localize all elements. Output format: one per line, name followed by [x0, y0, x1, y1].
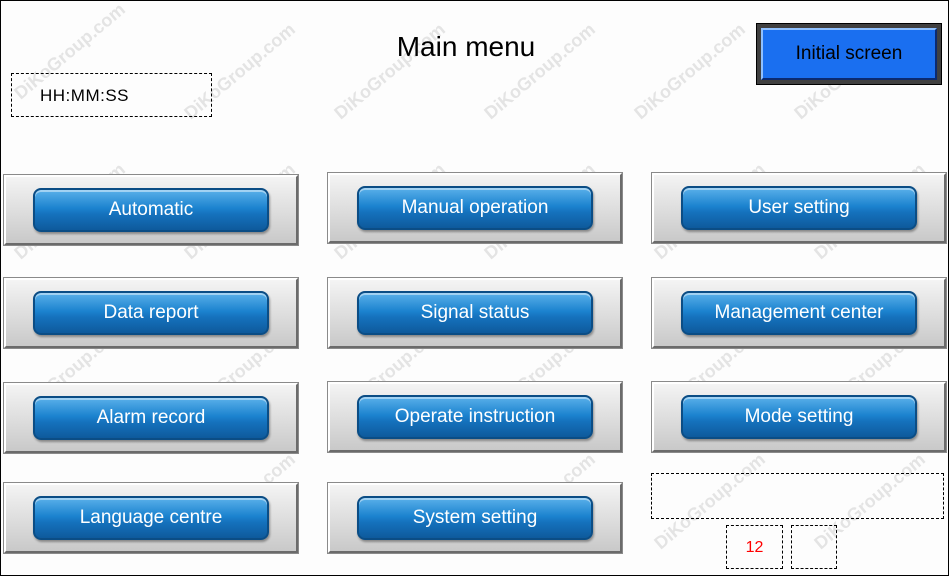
initial-screen-button[interactable]: Initial screen	[756, 23, 942, 85]
operate-instruction-button[interactable]: Operate instruction	[328, 382, 622, 452]
mode-setting-label: Mode setting	[681, 395, 917, 439]
watermark: DiKoGroup.com	[630, 19, 749, 124]
operate-instruction-label: Operate instruction	[357, 395, 593, 439]
system-setting-label: System setting	[357, 496, 593, 540]
manual-operation-button[interactable]: Manual operation	[328, 173, 622, 243]
signal-status-button[interactable]: Signal status	[328, 278, 622, 348]
manual-operation-label: Manual operation	[357, 186, 593, 230]
alarm-record-label: Alarm record	[33, 396, 269, 440]
time-display: HH:MM:SS	[11, 73, 212, 117]
status-indicator	[791, 525, 837, 569]
page-number: 12	[726, 525, 783, 569]
automatic-label: Automatic	[33, 188, 269, 232]
signal-status-label: Signal status	[357, 291, 593, 335]
system-setting-button[interactable]: System setting	[328, 483, 622, 553]
alarm-record-button[interactable]: Alarm record	[4, 383, 298, 453]
user-setting-label: User setting	[681, 186, 917, 230]
mode-setting-button[interactable]: Mode setting	[652, 382, 946, 452]
automatic-button[interactable]: Automatic	[4, 175, 298, 245]
data-report-button[interactable]: Data report	[4, 278, 298, 348]
management-center-label: Management center	[681, 291, 917, 335]
message-box	[651, 473, 944, 519]
user-setting-button[interactable]: User setting	[652, 173, 946, 243]
language-centre-label: Language centre	[33, 496, 269, 540]
initial-screen-label: Initial screen	[761, 28, 937, 80]
data-report-label: Data report	[33, 291, 269, 335]
language-centre-button[interactable]: Language centre	[4, 483, 298, 553]
page-title: Main menu	[396, 31, 536, 62]
management-center-button[interactable]: Management center	[652, 278, 946, 348]
